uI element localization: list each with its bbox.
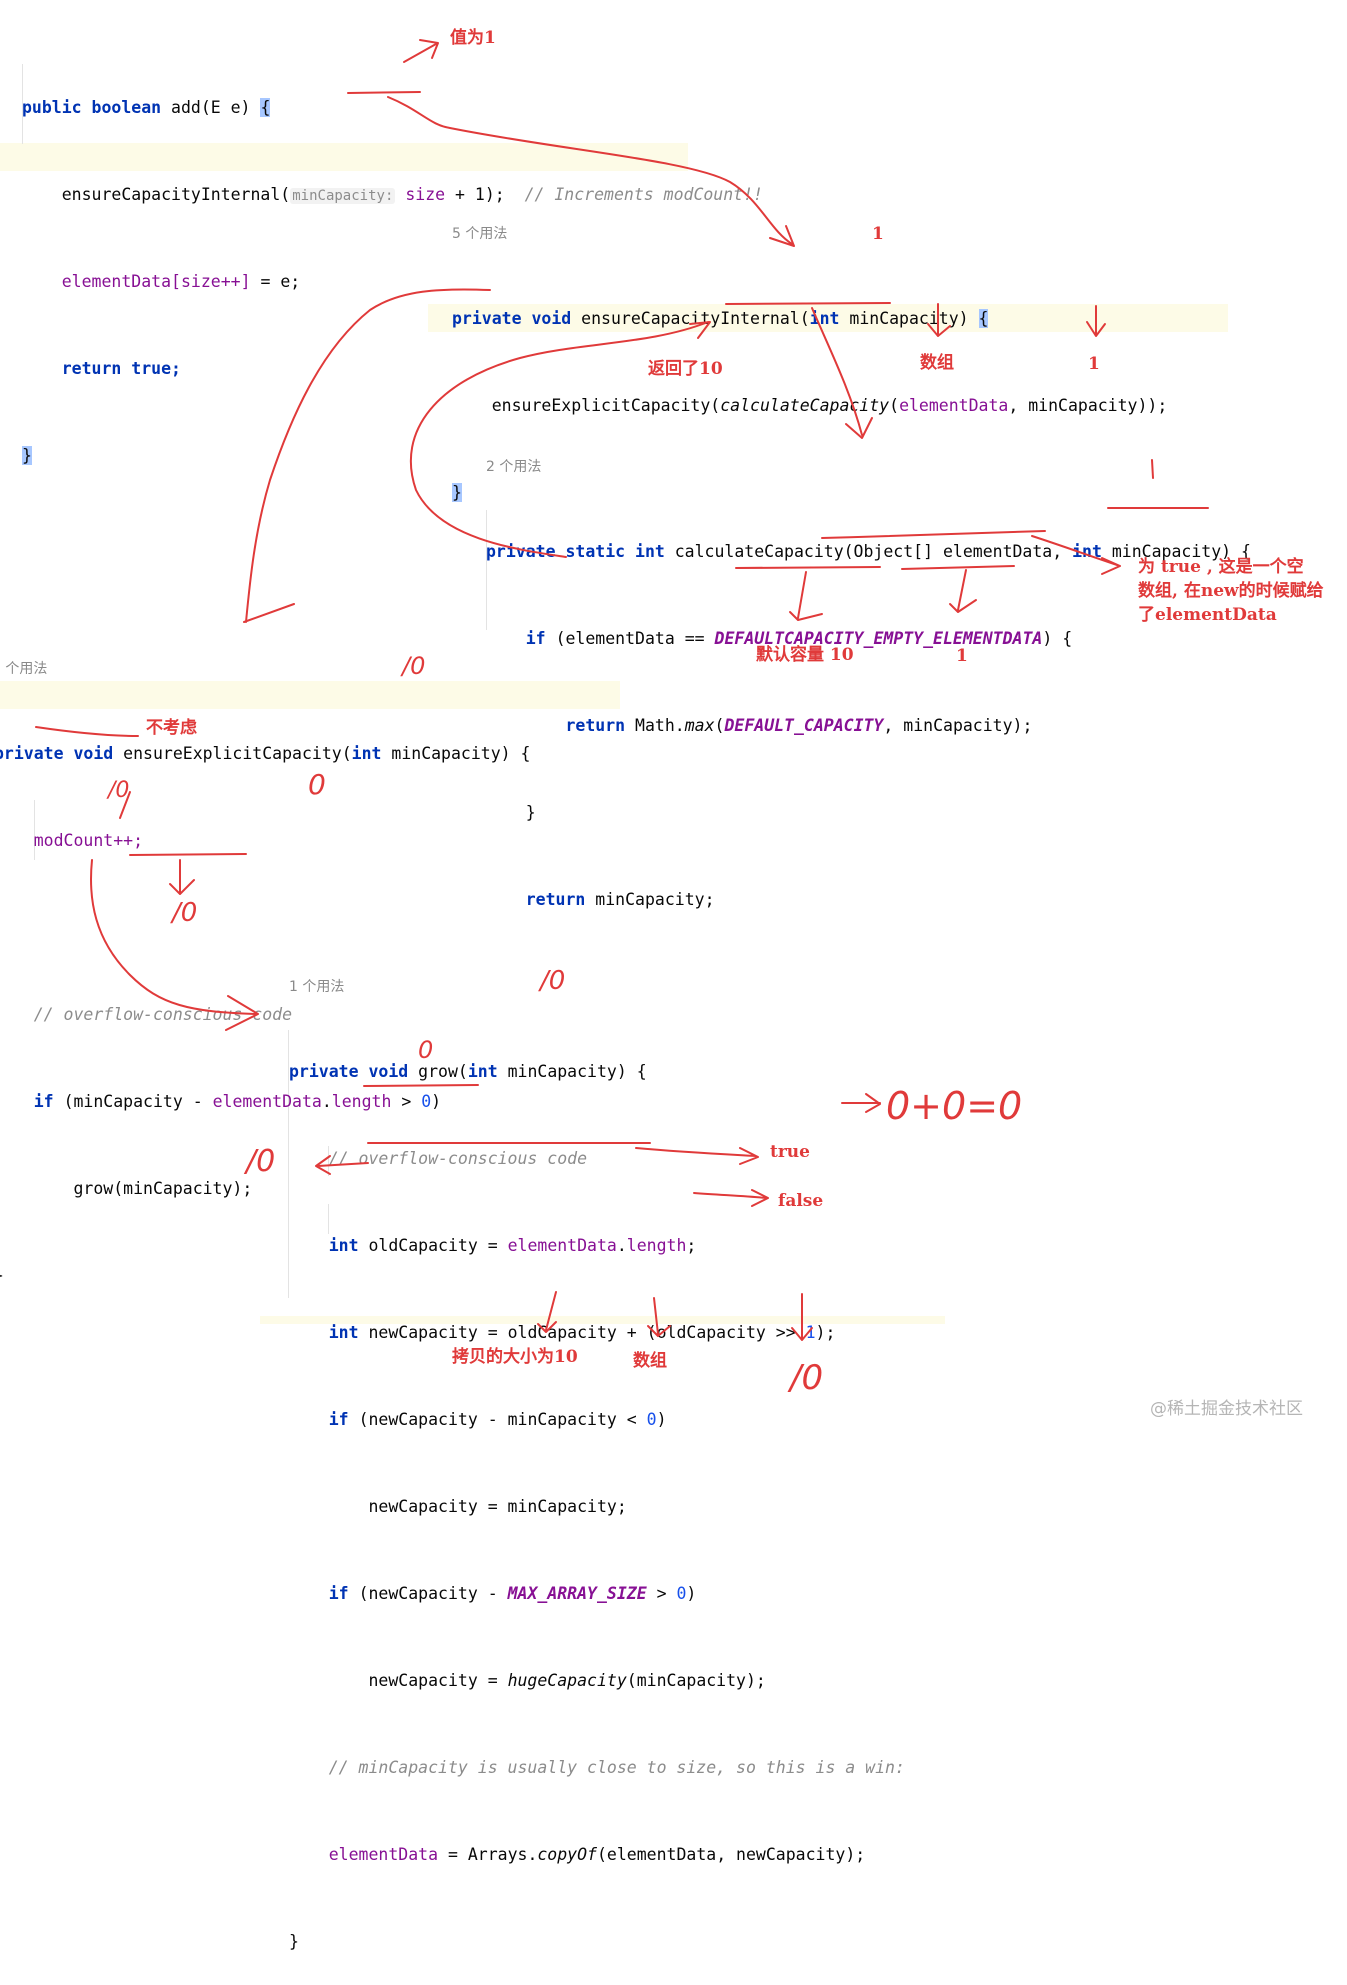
- underline-stroke: [363, 1084, 479, 1087]
- arrow-stroke: [537, 1291, 557, 1333]
- grow-copy: elementData = Arrays.copyOf(elementData,…: [328, 1845, 866, 1864]
- annotation-true-explanation: 为 true , 这是一个空 数组, 在new的时候赋给 了elementDat…: [1138, 557, 1324, 625]
- ensure-internal-block: private void ensureCapacityInternal(int …: [452, 246, 1167, 536]
- grow-assign-2: newCapacity = hugeCapacity(minCapacity);: [368, 1671, 766, 1690]
- arrow-stroke: [949, 569, 977, 613]
- arrow-stroke: [635, 1147, 759, 1165]
- current-line-highlight: [428, 304, 1228, 332]
- annotation-default-capacity: 默认容量 10: [756, 645, 854, 665]
- underline-stroke: [35, 726, 139, 737]
- underline-stroke: [347, 91, 421, 94]
- handwritten-ten: /0: [246, 1144, 276, 1179]
- arrow-stroke: [387, 96, 795, 247]
- handwritten-ten: /0: [402, 652, 426, 680]
- annotation-value-is-1: 值为1: [450, 28, 496, 48]
- handwritten-zero: 0: [308, 768, 326, 801]
- grow-comment-2: // minCapacity is usually close to size,…: [328, 1758, 905, 1777]
- usage-count-label[interactable]: 2 个用法: [0, 661, 48, 677]
- indent-guide: [328, 1146, 329, 1176]
- arrow-stroke: [243, 288, 491, 623]
- arrow-stroke: [403, 39, 439, 63]
- underline-stroke: [901, 565, 1015, 570]
- handwritten-ten: /0: [172, 898, 198, 928]
- watermark: @稀土掘金技术社区: [1150, 1399, 1303, 1419]
- usage-count-label[interactable]: 2 个用法: [486, 459, 542, 475]
- underline-stroke: [725, 302, 891, 305]
- ensure-internal-body: ensureExplicitCapacity(calculateCapacity…: [491, 396, 1168, 415]
- annotation-one: 1: [872, 224, 884, 244]
- usage-count-label[interactable]: 5 个用法: [452, 226, 508, 242]
- grow-if-2: if (newCapacity - MAX_ARRAY_SIZE > 0): [328, 1584, 697, 1603]
- annotation-false: false: [778, 1191, 824, 1211]
- arrow-stroke: [647, 1297, 671, 1337]
- arrow-stroke: [841, 1093, 881, 1113]
- arrow-stroke: [789, 571, 823, 621]
- indent-guide: [486, 510, 487, 630]
- calculate-block: private static int calculateCapacity(Obj…: [486, 479, 1251, 943]
- annotation-array: 数组: [633, 1351, 667, 1371]
- add-close: }: [22, 446, 32, 465]
- indent-guide: [328, 1204, 329, 1234]
- grow-line-old: int oldCapacity = elementData.length;: [328, 1236, 697, 1255]
- annotation-strokes: [35, 39, 1209, 1341]
- handwritten-ten: /0: [790, 1358, 824, 1398]
- ensure-explicit-close: }: [0, 1261, 530, 1290]
- handwritten-zero: 0: [418, 1036, 434, 1064]
- underline-stroke: [735, 566, 881, 569]
- arrow-stroke: [927, 303, 951, 337]
- grow-line-new: int newCapacity = oldCapacity + (oldCapa…: [328, 1323, 836, 1342]
- ensure-explicit-if: if (minCapacity - elementData.length > 0…: [33, 1092, 442, 1111]
- grow-close: }: [289, 1932, 299, 1951]
- ensure-internal-close: }: [452, 483, 462, 502]
- underline-stroke: [119, 791, 131, 819]
- arrow-stroke: [89, 859, 259, 1031]
- calculate-return-max: return Math.max(DEFAULT_CAPACITY, minCap…: [565, 716, 1033, 735]
- current-line-highlight: [0, 681, 620, 709]
- underline-stroke: [821, 530, 1046, 539]
- annotation-ignore: 不考虑: [146, 718, 197, 738]
- annotation-true: true: [770, 1142, 810, 1162]
- underline-stroke: [129, 853, 247, 856]
- calculate-return: return minCapacity;: [525, 890, 715, 909]
- calculate-signature: private static int calculateCapacity(Obj…: [486, 542, 1251, 561]
- add-line-3: return true;: [61, 359, 181, 378]
- handwritten-ten: /0: [540, 966, 566, 996]
- handwritten-equation: 0+0=0: [886, 1084, 1023, 1128]
- annotation-one: 1: [1088, 354, 1100, 374]
- annotation-one: 1: [956, 646, 968, 666]
- annotation-copy-size: 拷贝的大小为10: [452, 1347, 578, 1367]
- ensure-explicit-signature: private void ensureExplicitCapacity(int …: [0, 744, 531, 763]
- arrow-stroke: [693, 1189, 769, 1207]
- arrow-stroke: [811, 307, 873, 439]
- arrow-stroke: [315, 1155, 369, 1175]
- ensure-explicit-modcount: modCount++;: [33, 831, 144, 850]
- annotation-returned-10: 返回了10: [648, 359, 723, 379]
- add-method-block: public boolean add(E e) { ensureCapacity…: [22, 35, 763, 499]
- ensure-explicit-grow: grow(minCapacity);: [73, 1179, 253, 1198]
- parameter-hint: minCapacity:: [290, 188, 396, 204]
- handwritten-ten: /0: [108, 778, 130, 803]
- grow-assign-1: newCapacity = minCapacity;: [368, 1497, 627, 1516]
- add-signature: public boolean add(E e) {: [22, 98, 271, 117]
- indent-guide: [34, 800, 35, 860]
- add-line-2: elementData[size++] = e;: [61, 272, 301, 291]
- add-line-1: ensureCapacityInternal(minCapacity: size…: [61, 185, 763, 204]
- arrow-stroke: [1031, 535, 1121, 575]
- arrow-stroke: [791, 1293, 813, 1341]
- arrow-stroke: [410, 321, 711, 558]
- ensure-internal-signature: private void ensureCapacityInternal(int …: [452, 309, 989, 328]
- usage-count-label[interactable]: 1 个用法: [289, 979, 345, 995]
- annotation-array: 数组: [920, 353, 954, 373]
- underline-stroke: [1151, 459, 1154, 479]
- indent-guide: [22, 64, 23, 144]
- grow-comment-1: // overflow-conscious code: [328, 1149, 588, 1168]
- arrow-stroke: [1086, 305, 1106, 337]
- grow-signature: private void grow(int minCapacity) {: [289, 1062, 647, 1081]
- current-line-highlight: [260, 1316, 945, 1324]
- arrow-stroke: [169, 859, 195, 895]
- calculate-if: if (elementData == DEFAULTCAPACITY_EMPTY…: [525, 629, 1073, 648]
- indent-guide: [288, 1030, 289, 1298]
- grow-if-1: if (newCapacity - minCapacity < 0): [328, 1410, 667, 1429]
- calculate-close-if: }: [525, 803, 536, 822]
